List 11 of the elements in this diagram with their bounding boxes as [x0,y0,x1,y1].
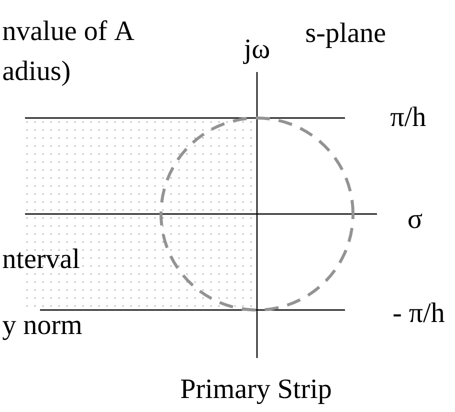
plane-label: s-plane [306,22,386,48]
annotation-text: nterval [2,248,80,268]
dashed-circle [160,116,354,312]
axis-label: jω [243,39,269,64]
annotation-text: nvalue of A [2,20,134,40]
axis-label: π/h [390,106,426,126]
axis-label: σ [408,214,422,228]
caption-text: Primary Strip [180,379,331,404]
annotation-text: adius) [3,60,70,86]
annotation-text: y norm [2,320,82,340]
axis-label: - π/h [394,302,444,322]
